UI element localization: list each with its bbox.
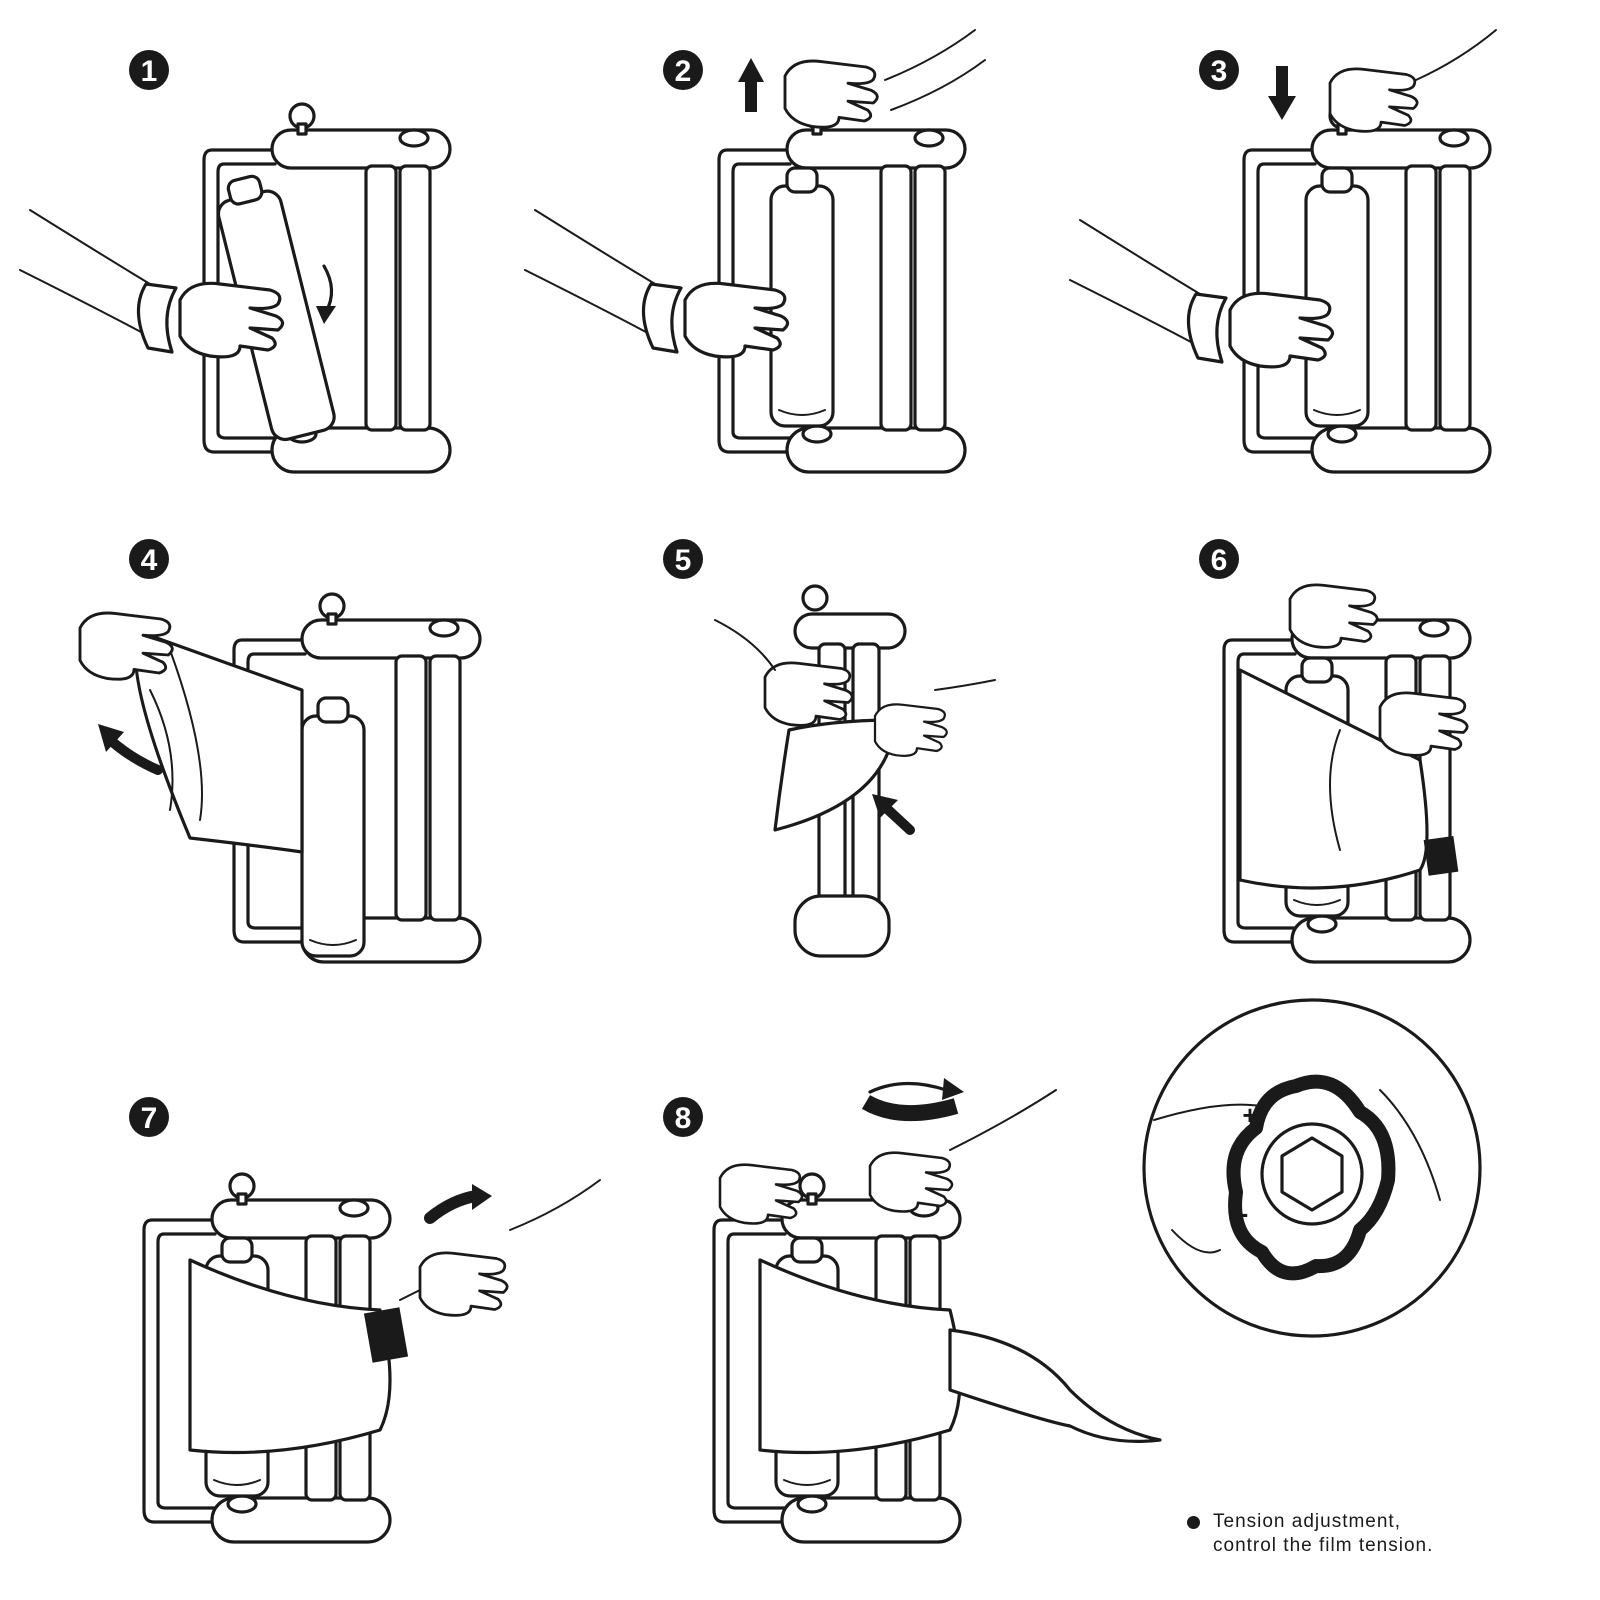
step-2-illustration — [523, 29, 986, 474]
caption-line-2: control the film tension. — [1213, 1535, 1434, 1556]
step-badge-8: 8 — [663, 1097, 703, 1137]
diagonal-arrow-icon — [872, 794, 915, 835]
step-7-illustration — [142, 1172, 601, 1544]
tension-minus-label: - — [1240, 1198, 1249, 1228]
step-badge-4: 4 — [129, 539, 169, 579]
step-badge-3: 3 — [1199, 50, 1239, 90]
tension-plus-label: + — [1242, 1100, 1257, 1130]
forward-arrow-icon — [424, 1184, 492, 1224]
step-5-illustration — [714, 584, 996, 958]
step-8-illustration — [712, 1089, 1162, 1544]
step-number-7: 7 — [141, 1102, 158, 1135]
step-number-5: 5 — [675, 544, 692, 577]
rotate-knob-arrow-icon — [861, 1078, 964, 1122]
curved-arrow-icon — [98, 724, 163, 775]
step-3-illustration — [1068, 29, 1497, 474]
step-number-2: 2 — [675, 55, 692, 88]
step-badge-7: 7 — [129, 1097, 169, 1137]
caption-line-1: Tension adjustment, — [1213, 1511, 1401, 1532]
tension-caption: Tension adjustment, control the film ten… — [1187, 1510, 1533, 1558]
step-number-6: 6 — [1211, 544, 1228, 577]
step-number-4: 4 — [141, 544, 158, 577]
step-number-1: 1 — [141, 55, 158, 88]
step-4-illustration — [78, 592, 482, 964]
step-badge-6: 6 — [1199, 539, 1239, 579]
bullet-icon — [1187, 1516, 1200, 1529]
down-arrow-icon — [1268, 66, 1296, 120]
tension-knob-detail: + - — [1142, 998, 1482, 1338]
step-badge-2: 2 — [663, 50, 703, 90]
step-badge-5: 5 — [663, 539, 703, 579]
up-arrow-icon — [738, 58, 764, 112]
step-1-illustration — [18, 102, 452, 474]
step-number-8: 8 — [675, 1102, 692, 1135]
step-6-illustration — [1222, 583, 1472, 964]
step-number-3: 3 — [1211, 55, 1228, 88]
rotate-arrow-icon — [322, 264, 334, 314]
step-badge-1: 1 — [129, 50, 169, 90]
